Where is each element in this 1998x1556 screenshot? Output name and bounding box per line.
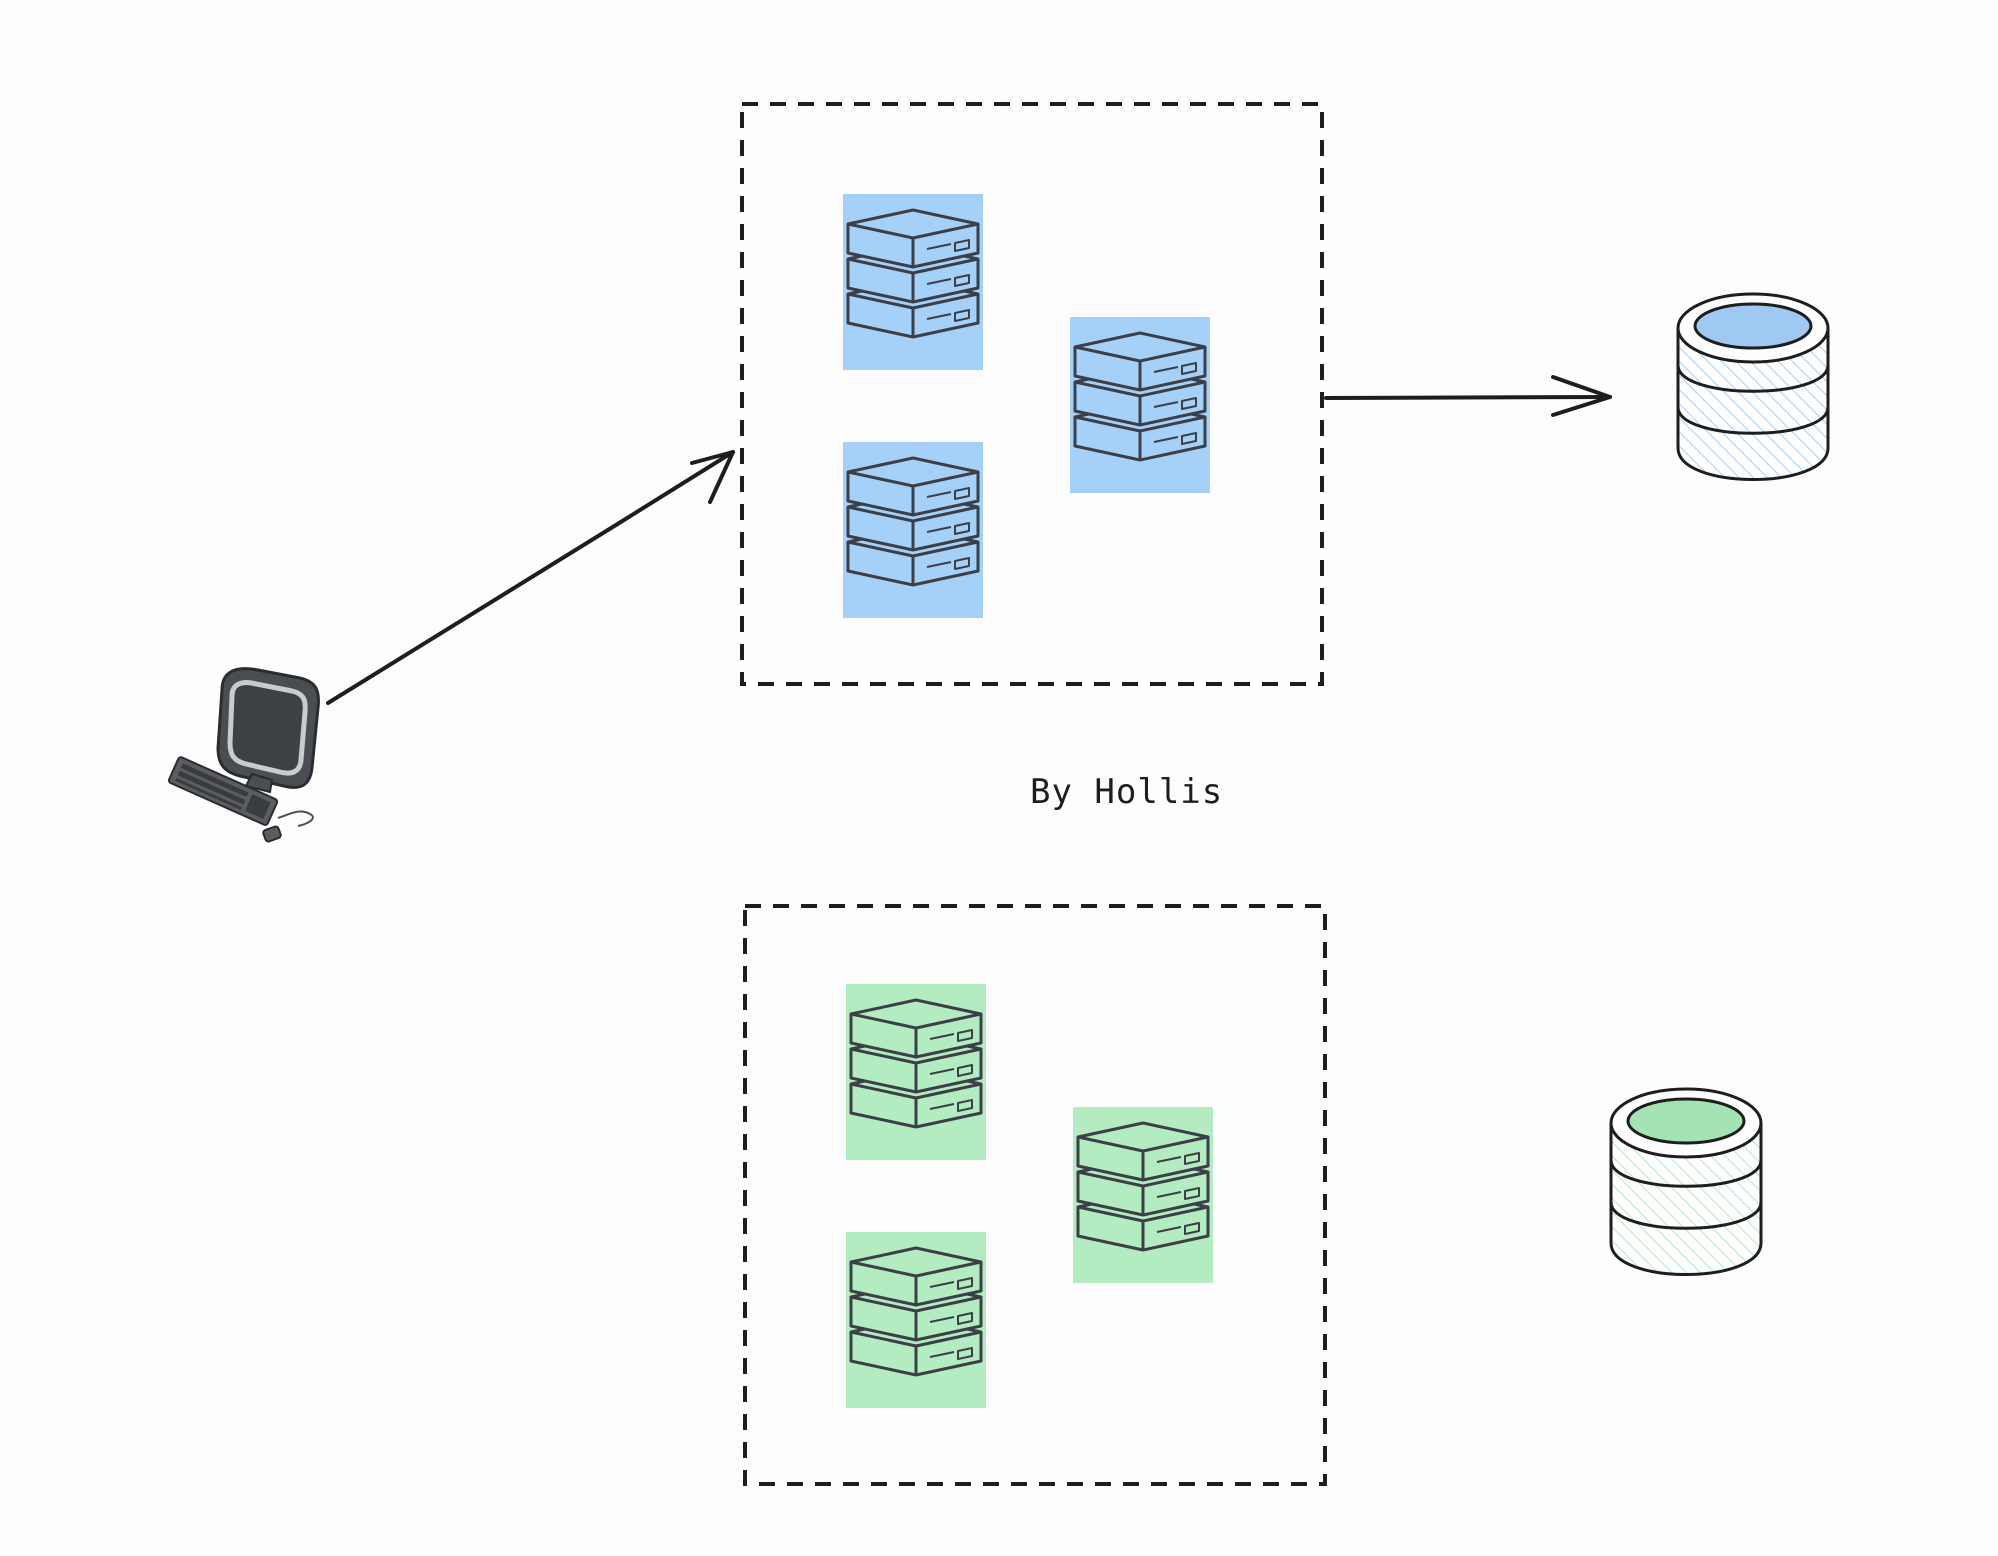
desktop-computer-icon[interactable] [167,667,320,843]
server-rack-icon[interactable] [1073,1107,1213,1283]
server-rack-icon[interactable] [843,194,983,370]
cluster-to-database-arrow[interactable] [1324,375,1612,417]
server-rack-icon[interactable] [846,1232,986,1408]
primary-database-icon[interactable] [1676,292,1830,481]
secondary-database-icon[interactable] [1609,1087,1763,1276]
secondary-cluster-boundary[interactable] [743,904,1327,1486]
server-rack-icon[interactable] [1070,317,1210,493]
primary-cluster-boundary[interactable] [740,102,1324,686]
server-rack-icon[interactable] [843,442,983,618]
client-to-cluster-arrow[interactable] [326,450,735,705]
author-label: By Hollis [1030,772,1223,812]
server-rack-icon[interactable] [846,984,986,1160]
